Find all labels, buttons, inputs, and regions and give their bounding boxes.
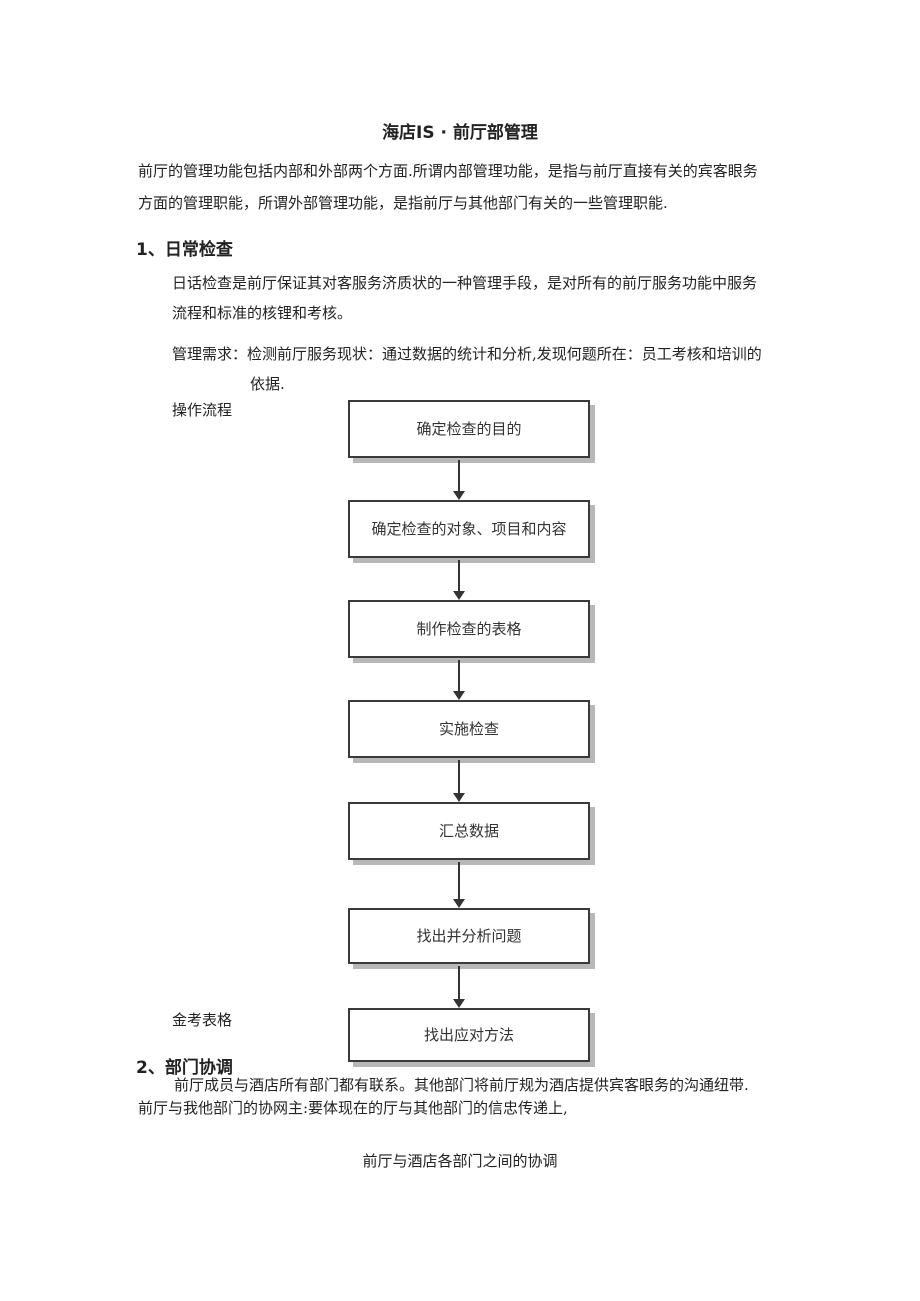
flow-step-5: 汇总数据 [348, 802, 590, 860]
flow-step-1: 确定检查的目的 [348, 400, 590, 458]
flow-arrow-4 [453, 760, 465, 802]
flow-step-7: 找出应对方法 [348, 1008, 590, 1062]
section-1-para-line-2: 流程和标准的核锂和考核。 [172, 304, 353, 322]
management-needs-line-1: 管理需求：检测前厅服务现状：通过数据的统计和分析,发现何题所在：员工考核和培训的 [172, 345, 762, 363]
flow-arrow-2 [453, 560, 465, 600]
coordination-caption: 前厅与酒店各部门之间的协调 [362, 1152, 558, 1170]
intro-line-1: 前厅的管理功能包括内部和外部两个方面.所谓内部管理功能，是指与前厅直接有关的宾客… [138, 162, 758, 180]
section-2-para-line-1: 前厅成员与酒店所有部门都有联系。其他部门将前厅规为酒店提供宾客眼务的沟通纽带. [174, 1076, 749, 1094]
process-label: 操作流程 [172, 401, 233, 419]
section-1-para-line-1: 日话检查是前厅保证其对客服务济质状的一种管理手段，是对所有的前厅服务功能中服务 [172, 274, 758, 292]
flow-arrow-6 [453, 966, 465, 1008]
flow-arrow-5 [453, 862, 465, 908]
section-2-para-line-2: 前厅与我他部门的协网主:要体现在的厅与其他部门的信忠传递上, [138, 1099, 568, 1117]
page-title: 海店IS · 前厅部管理 [382, 123, 538, 143]
flow-arrow-1 [453, 460, 465, 500]
flow-step-4: 实施检查 [348, 700, 590, 758]
intro-line-2: 方面的管理职能，所谓外部管理功能，是指前厅与其他部门有关的一些管理职能. [138, 194, 668, 212]
flow-step-3: 制作检查的表格 [348, 600, 590, 658]
management-needs-line-2: 依据. [250, 375, 285, 393]
flow-step-6: 找出并分析问题 [348, 908, 590, 964]
flow-arrow-3 [453, 660, 465, 700]
section-2-heading: 2、部门协调 [136, 1058, 233, 1078]
section-1-heading: 1、日常检查 [136, 240, 233, 260]
table-label: 金考表格 [172, 1011, 233, 1029]
flow-step-2: 确定检查的对象、项目和内容 [348, 500, 590, 558]
